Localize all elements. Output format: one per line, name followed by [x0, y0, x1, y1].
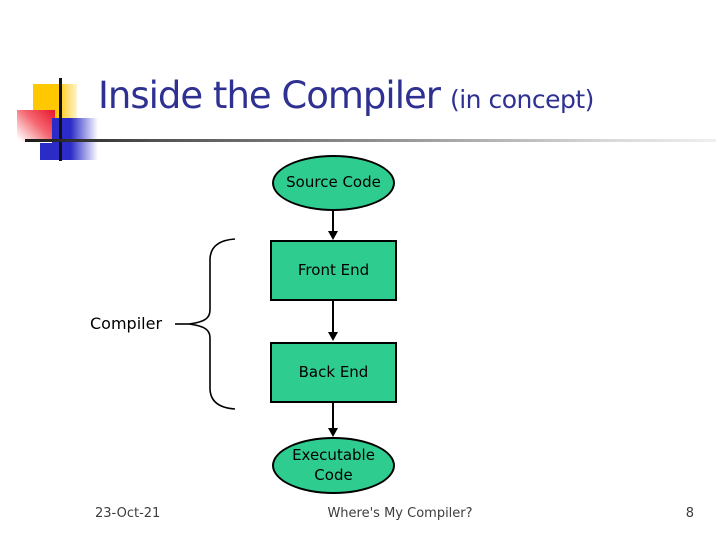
footer-page-number: 8 — [685, 506, 694, 521]
slide-title-suffix: (in concept) — [449, 85, 594, 114]
node-source-code-label: Source Code — [286, 173, 381, 192]
arrowhead-source-to-frontend — [328, 231, 338, 240]
arrowhead-frontend-to-backend — [328, 332, 338, 341]
node-front-end-label: Front End — [297, 260, 370, 279]
compiler-group-label: Compiler — [90, 314, 163, 333]
slide-title: Inside the Compiler — [98, 74, 441, 117]
node-back-end[interactable]: Back End — [270, 342, 397, 403]
curly-brace — [175, 238, 236, 410]
decoration-red-gradient-square — [17, 110, 55, 142]
node-executable-code-label: Executable Code — [292, 446, 375, 484]
arrowhead-backend-to-executable — [328, 428, 338, 437]
node-back-end-label: Back End — [298, 362, 369, 381]
node-front-end[interactable]: Front End — [270, 240, 397, 301]
node-source-code[interactable]: Source Code — [272, 155, 395, 211]
decoration-blue-small-square — [40, 143, 62, 160]
arrow-backend-to-executable — [332, 403, 334, 429]
node-executable-code[interactable]: Executable Code — [272, 437, 395, 494]
footer-title: Where's My Compiler? — [327, 506, 473, 521]
arrow-source-to-frontend — [332, 210, 334, 232]
decoration-vertical-line — [59, 78, 62, 161]
footer-date: 23-Oct-21 — [95, 506, 161, 521]
title-underline-rule — [25, 139, 716, 142]
arrow-frontend-to-backend — [332, 301, 334, 333]
title-block: Inside the Compiler (in concept) — [98, 74, 698, 118]
